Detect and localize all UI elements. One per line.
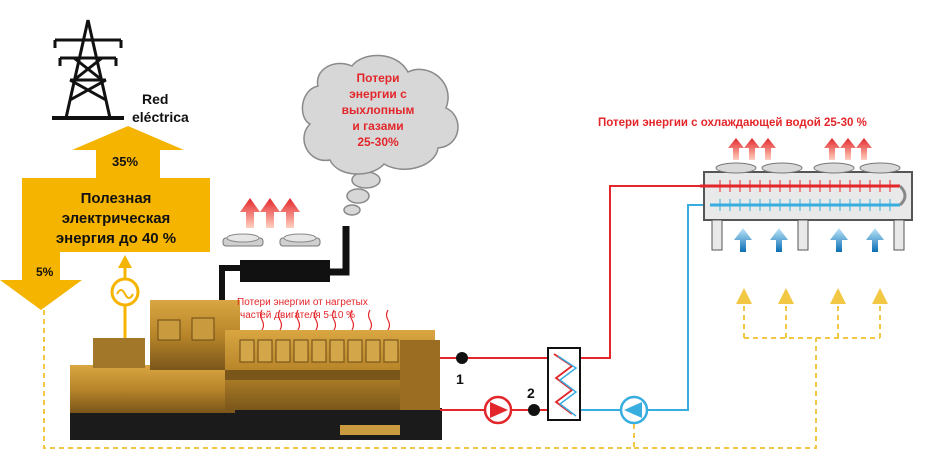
grid-label-line2: eléctrica (132, 109, 189, 125)
measure-point-1-label: 1 (456, 371, 464, 387)
measure-point-2-label: 2 (527, 385, 535, 401)
radiator-heat-arrows (728, 138, 872, 160)
exhaust-loss-line4: и газами (352, 119, 403, 133)
hot-pump-icon (483, 395, 513, 425)
useful-energy-block (22, 178, 210, 252)
engine-heat-loss-line1: Потери энергии от нагретых (237, 297, 368, 308)
cooling-loss-label: Потери энергии с охлаждающей водой 25-30… (598, 117, 867, 129)
exhaust-fans-icon (222, 233, 321, 247)
grid-label-line1: Red (142, 91, 168, 107)
own-use-arrow (0, 252, 82, 310)
exhaust-loss-line1: Потери (357, 71, 400, 85)
cold-pump-icon (619, 395, 649, 425)
useful-energy-line1: Полезная (81, 190, 152, 207)
radiator-icon (700, 162, 913, 251)
useful-energy-line3: энергия до 40 % (56, 230, 176, 247)
grid-export-arrow (72, 126, 184, 178)
measure-point-2 (528, 404, 540, 416)
generator-icon (110, 255, 140, 345)
power-tower-icon (52, 19, 124, 120)
engine-heat-loss-line2: частей двигателя 5-10 % (240, 310, 355, 321)
own-use-share-label: 5% (36, 265, 54, 279)
measure-point-1 (456, 352, 468, 364)
heat-exchanger-icon (547, 347, 581, 421)
exhaust-loss-line5: 25-30% (357, 135, 399, 149)
dashed-control-lines (43, 288, 888, 449)
exhaust-pipe (219, 226, 350, 300)
engine-image (70, 300, 442, 440)
useful-energy-flow (0, 126, 210, 310)
exhaust-heat-arrows (240, 198, 300, 228)
exhaust-cloud-shape (301, 54, 459, 216)
useful-energy-line2: электрическая (62, 210, 171, 227)
radiator-cold-air-arrows (734, 228, 884, 252)
grid-share-label: 35% (112, 154, 138, 169)
exhaust-loss-line2: энергии с (349, 87, 407, 101)
engine-heat-waves (259, 309, 391, 331)
exhaust-loss-line3: выхлопным (342, 103, 415, 117)
cold-water-pipes (580, 204, 710, 411)
